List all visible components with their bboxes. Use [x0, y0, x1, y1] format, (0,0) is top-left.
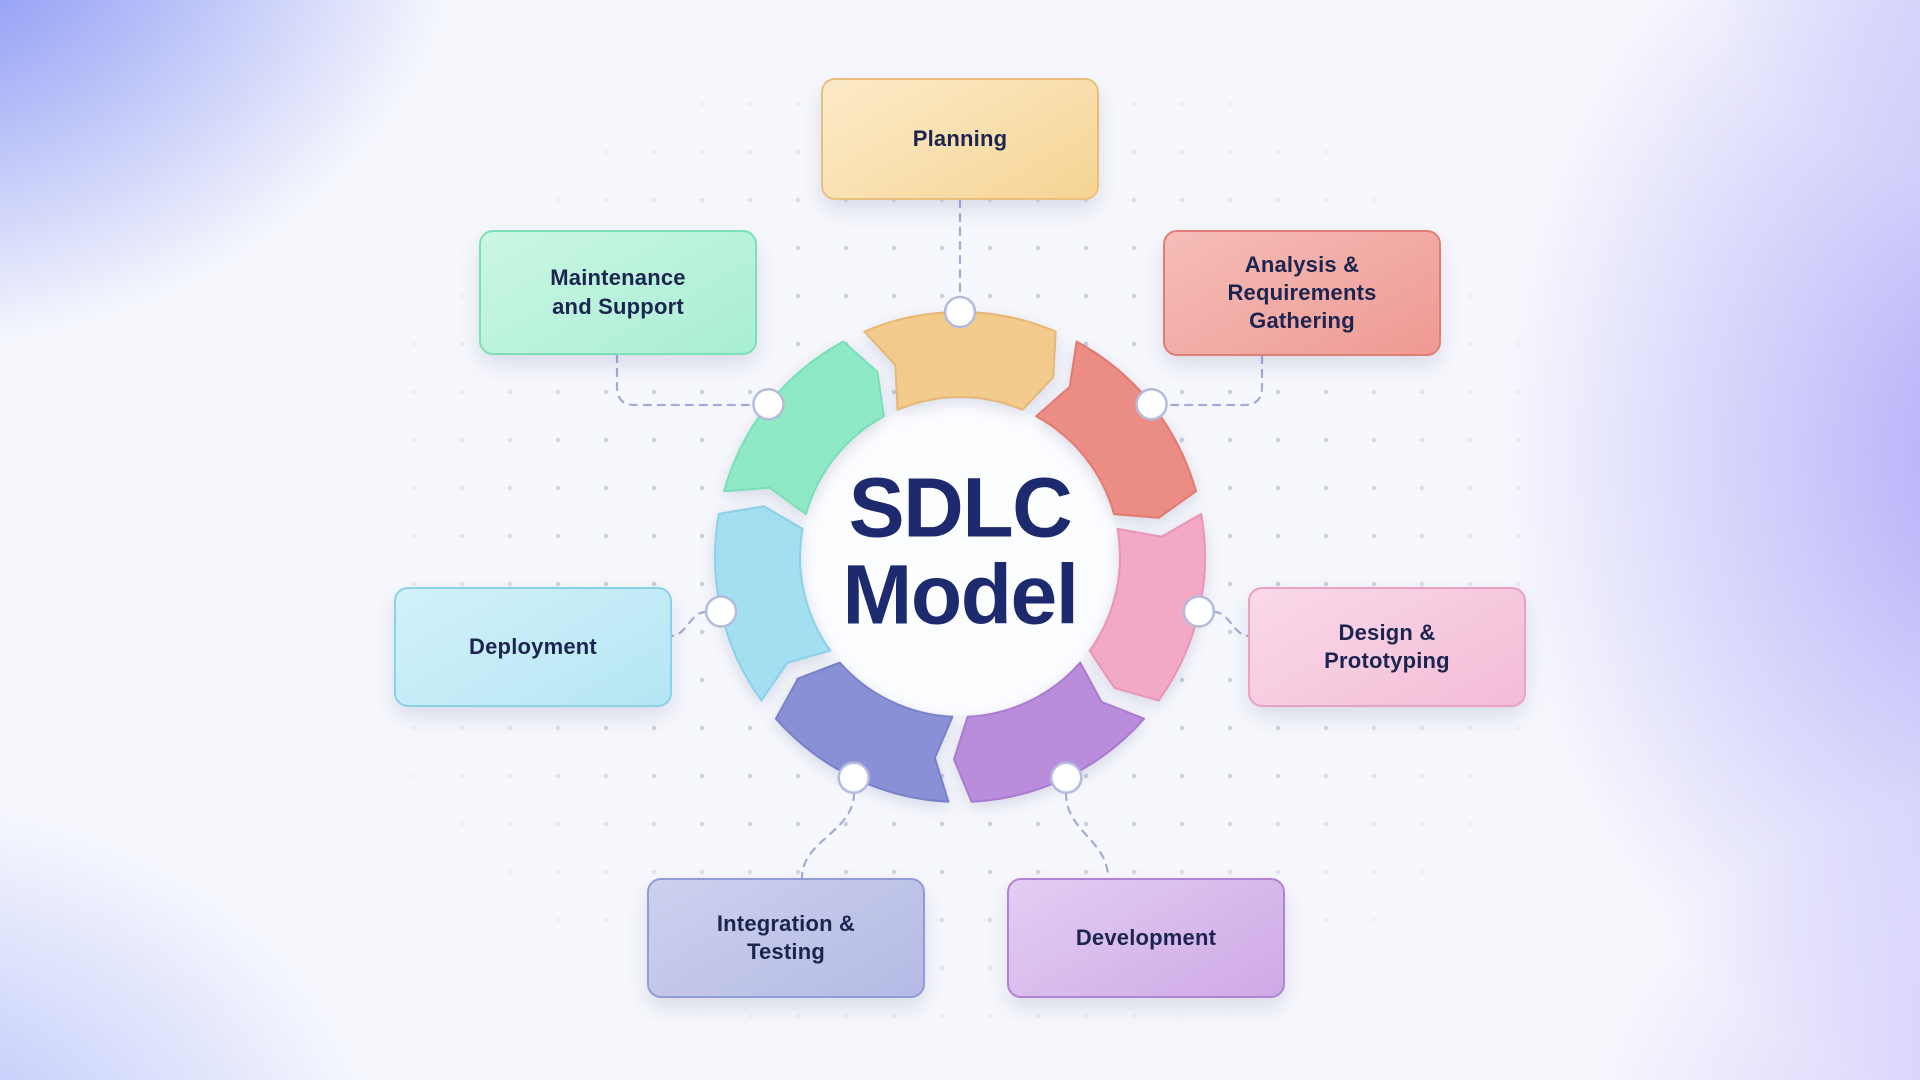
junction-node-deployment	[704, 595, 738, 628]
ring-segment-design	[1088, 512, 1206, 702]
phase-label-deployment: Deployment	[469, 633, 597, 659]
connector-line-development	[1064, 791, 1110, 880]
ring-segment-integration	[774, 661, 954, 803]
junction-node-maintenance	[752, 387, 785, 421]
connector-line-deployment	[670, 610, 708, 638]
junction-node-planning	[943, 295, 977, 329]
connector-line-analysis	[1165, 354, 1264, 407]
junction-node-design	[1182, 595, 1216, 628]
phase-box-integration: Integration & Testing	[647, 878, 925, 998]
ring-segment-maintenance	[723, 340, 885, 516]
connector-line-maintenance	[615, 353, 755, 407]
ring-inner-disc	[802, 399, 1118, 715]
junction-node-analysis	[1135, 387, 1168, 421]
diagram-title: SDLC Model	[842, 460, 1079, 642]
phase-label-development: Development	[1075, 924, 1217, 950]
phase-label-maintenance: Maintenance and Support	[550, 265, 686, 319]
phase-label-integration: Integration & Testing	[716, 910, 856, 964]
junction-node-development	[1050, 761, 1083, 794]
phase-label-planning: Planning	[912, 125, 1008, 151]
connector-line-design	[1212, 610, 1250, 638]
phase-label-analysis: Analysis & Requirements Gathering	[1227, 251, 1377, 334]
ring-segment-development	[953, 661, 1146, 803]
phase-box-maintenance: Maintenance and Support	[479, 230, 757, 355]
ring-segment-planning	[863, 311, 1057, 411]
phase-label-design: Design & Prototyping	[1324, 619, 1450, 673]
phase-box-deployment: Deployment	[394, 587, 672, 707]
ring-segment-deployment	[714, 505, 832, 702]
phase-box-development: Development	[1007, 878, 1285, 998]
junction-node-integration	[837, 761, 870, 794]
phase-box-planning: Planning	[821, 78, 1099, 200]
ring-segment-analysis	[1035, 340, 1197, 519]
phase-box-design: Design & Prototyping	[1248, 587, 1526, 707]
connector-line-integration	[800, 791, 856, 880]
phase-box-analysis: Analysis & Requirements Gathering	[1163, 230, 1441, 356]
